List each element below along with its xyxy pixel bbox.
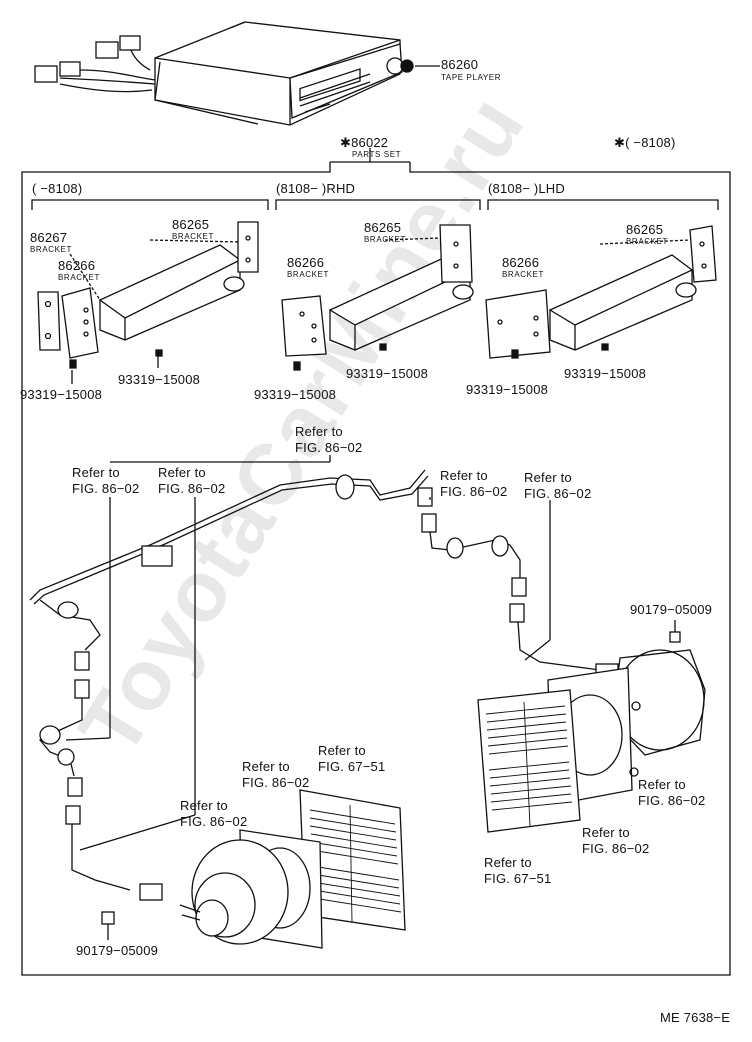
g1-86265-label: 86265 xyxy=(172,217,210,232)
parts-set-name: PARTS SET xyxy=(352,150,402,159)
ref-spk-l1-line1: Refer to xyxy=(180,798,228,813)
ref-spk-l3-line2: FIG. 67−51 xyxy=(318,759,386,774)
ref-mid2-line1: Refer to xyxy=(524,470,572,485)
tape-player-part-number: 86260 xyxy=(441,57,479,72)
ref-spk-l2-line2: FIG. 86−02 xyxy=(242,775,310,790)
left-nut-part: 90179−05009 xyxy=(76,943,159,958)
group-1-range: ( −8108) xyxy=(32,181,83,196)
g1-86265-name: BRACKET xyxy=(172,232,214,241)
ref-mid1-line1: Refer to xyxy=(440,468,488,483)
ref-spk-r3-line1: Refer to xyxy=(484,855,532,870)
ref-spk-r2-line2: FIG. 86−02 xyxy=(582,841,650,856)
parts-set-part-number: ✱86022 xyxy=(340,135,389,150)
right-speaker-illustration xyxy=(477,649,706,833)
group-2-range: (8108− )RHD xyxy=(276,181,356,196)
ref-left1-line2: FIG. 86−02 xyxy=(72,481,140,496)
g1-screw-b: 93319−15008 xyxy=(20,387,103,402)
g3-86266-name: BRACKET xyxy=(502,270,544,279)
g2-screw-a: 93319−15008 xyxy=(346,366,429,381)
ref-spk-l2-line1: Refer to xyxy=(242,759,290,774)
drawing-code: ME 7638−E xyxy=(660,1010,731,1025)
g2-86266-label: 86266 xyxy=(287,255,325,270)
bracket-group-2 xyxy=(281,224,474,371)
g1-86267-name: BRACKET xyxy=(30,245,72,254)
parts-set-frame xyxy=(21,148,731,976)
tape-player-illustration xyxy=(34,21,440,126)
ref-spk-r1-line2: FIG. 86−02 xyxy=(638,793,706,808)
ref-mid1-line2: FIG. 86−02 xyxy=(440,484,508,499)
g1-86266-label: 86266 xyxy=(58,258,96,273)
ref-left2-line2: FIG. 86−02 xyxy=(158,481,226,496)
ref-left2-line1: Refer to xyxy=(158,465,206,480)
bracket-group-3 xyxy=(485,225,717,359)
g1-screw-a: 93319−15008 xyxy=(118,372,201,387)
wiring-harness xyxy=(29,455,681,940)
left-speaker-illustration xyxy=(179,789,406,949)
ref-top-line1: Refer to xyxy=(295,424,343,439)
right-nut-part: 90179−05009 xyxy=(630,602,713,617)
ref-left1-line1: Refer to xyxy=(72,465,120,480)
g1-86267-label: 86267 xyxy=(30,230,68,245)
g2-screw-b: 93319−15008 xyxy=(254,387,337,402)
ref-spk-r3-line2: FIG. 67−51 xyxy=(484,871,552,886)
g3-86266-label: 86266 xyxy=(502,255,540,270)
g2-86265-label: 86265 xyxy=(364,220,402,235)
applicability-note: ✱( −8108) xyxy=(614,135,676,150)
ref-spk-r1-line1: Refer to xyxy=(638,777,686,792)
g2-86266-name: BRACKET xyxy=(287,270,329,279)
group-3-range: (8108− )LHD xyxy=(488,181,565,196)
g3-86265-label: 86265 xyxy=(626,222,664,237)
bracket-group-1 xyxy=(37,221,259,384)
g1-86266-name: BRACKET xyxy=(58,273,100,282)
ref-spk-l1-line2: FIG. 86−02 xyxy=(180,814,248,829)
ref-spk-r2-line1: Refer to xyxy=(582,825,630,840)
ref-top-line2: FIG. 86−02 xyxy=(295,440,363,455)
g3-screw-b: 93319−15008 xyxy=(466,382,549,397)
ref-mid2-line2: FIG. 86−02 xyxy=(524,486,592,501)
g3-86265-name: BRACKET xyxy=(626,237,668,246)
g2-86265-name: BRACKET xyxy=(364,235,406,244)
ref-spk-l3-line1: Refer to xyxy=(318,743,366,758)
tape-player-name: TAPE PLAYER xyxy=(441,73,502,82)
g3-screw-a: 93319−15008 xyxy=(564,366,647,381)
